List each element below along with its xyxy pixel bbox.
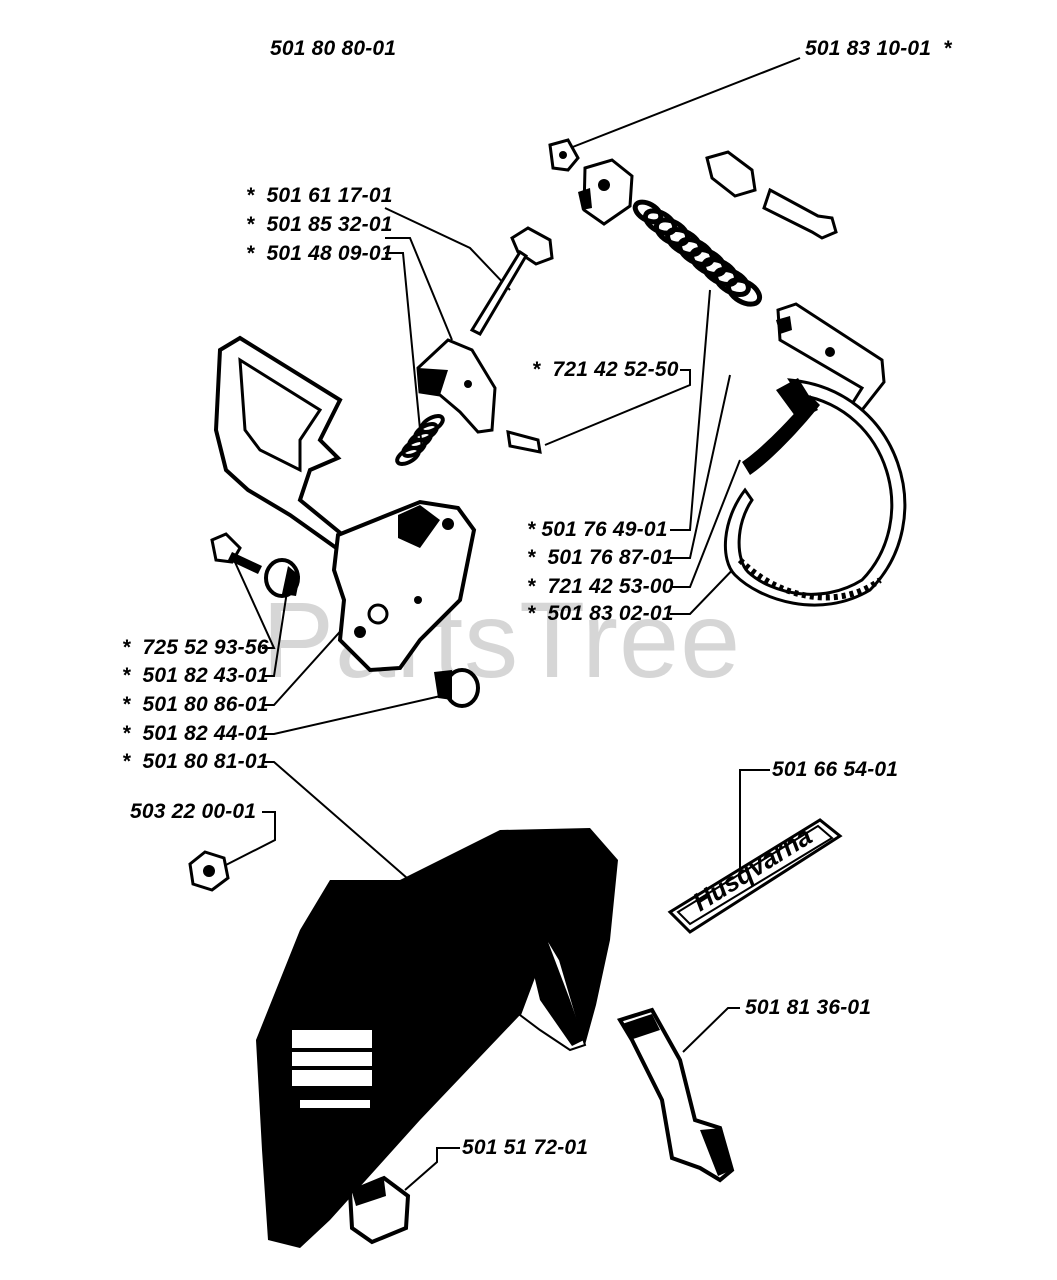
part-label-p9: * 501 83 02-01 bbox=[527, 602, 674, 626]
part-number: 501 83 10-01 bbox=[805, 37, 932, 60]
latch-part bbox=[416, 338, 497, 434]
knob-part bbox=[469, 226, 554, 336]
leader-p4 bbox=[385, 252, 423, 451]
part-label-p12: * 501 80 86-01 bbox=[122, 693, 269, 717]
leader-p5 bbox=[544, 369, 691, 446]
chain-catcher-part bbox=[616, 1007, 735, 1183]
screw-part bbox=[210, 532, 262, 574]
part-label-p5: * 721 42 52-50 bbox=[532, 358, 679, 382]
bushing-part bbox=[264, 558, 300, 598]
part-number: 721 42 53-00 bbox=[547, 575, 674, 598]
part-number: 501 61 17-01 bbox=[266, 184, 393, 207]
part-number: 501 76 87-01 bbox=[547, 546, 674, 569]
part-star: * bbox=[527, 575, 536, 598]
leader-lines bbox=[219, 57, 801, 1191]
leader-p2 bbox=[384, 207, 511, 291]
brake-band-part bbox=[723, 378, 907, 607]
handguard-part bbox=[213, 335, 477, 673]
leader-p6 bbox=[670, 289, 711, 531]
part-number: 501 82 44-01 bbox=[142, 722, 269, 745]
part-star: * bbox=[122, 636, 131, 659]
leader-p3 bbox=[385, 237, 453, 341]
part-number: 501 82 43-01 bbox=[142, 664, 269, 687]
part-star: * bbox=[246, 184, 255, 207]
part-label-p18: 501 51 72-01 bbox=[462, 1136, 588, 1160]
part-label-p8: * 721 42 53-00 bbox=[527, 575, 674, 599]
part-label-p6: * 501 76 49-01 bbox=[527, 518, 668, 542]
part-star: * bbox=[246, 242, 255, 265]
clutch-cover-part bbox=[256, 828, 618, 1248]
small-spring-part bbox=[395, 414, 445, 466]
part-label-p17: 501 81 36-01 bbox=[745, 996, 871, 1020]
part-star: * bbox=[532, 358, 541, 381]
part-number: 725 52 93-56 bbox=[142, 636, 269, 659]
assembly-number: 501 80 80-01 bbox=[270, 37, 397, 60]
part-number: 501 83 02-01 bbox=[547, 602, 674, 625]
part-label-p16: 501 66 54-01 bbox=[772, 758, 898, 782]
plate-logo-text: Husqvarna bbox=[687, 820, 817, 917]
part-number: 501 85 32-01 bbox=[266, 213, 393, 236]
part-star: * bbox=[246, 213, 255, 236]
leader-p18 bbox=[404, 1147, 460, 1191]
part-star: * bbox=[943, 37, 952, 60]
leader-p9 bbox=[670, 559, 743, 615]
sleeve-part bbox=[705, 150, 757, 198]
part-number: 501 80 86-01 bbox=[142, 693, 269, 716]
part-star: * bbox=[122, 664, 131, 687]
part-number: 721 42 52-50 bbox=[552, 358, 679, 381]
part-number: 501 48 09-01 bbox=[266, 242, 393, 265]
leader-p11 bbox=[262, 584, 289, 677]
leader-p13 bbox=[262, 694, 446, 735]
leader-p17 bbox=[682, 1007, 740, 1053]
spring-part bbox=[632, 199, 763, 307]
pin-part bbox=[762, 187, 838, 240]
part-star: * bbox=[527, 546, 536, 569]
leader-p7 bbox=[670, 374, 731, 559]
bushing-2-part bbox=[434, 668, 480, 708]
nut-part bbox=[188, 850, 230, 892]
part-star: * bbox=[122, 722, 131, 745]
part-number: 501 76 49-01 bbox=[541, 518, 668, 541]
roll-pin-part bbox=[506, 429, 542, 454]
brake-lever-part bbox=[776, 302, 886, 412]
part-number: 501 66 54-01 bbox=[772, 758, 899, 781]
part-number: 501 51 72-01 bbox=[462, 1136, 589, 1159]
hook-part bbox=[578, 158, 634, 226]
part-label-p11: * 501 82 43-01 bbox=[122, 664, 269, 688]
leader-p12 bbox=[262, 614, 356, 706]
part-label-p7: * 501 76 87-01 bbox=[527, 546, 674, 570]
part-label-p3: * 501 85 32-01 bbox=[246, 213, 393, 237]
leader-p8 bbox=[670, 459, 741, 588]
part-label-p4: * 501 48 09-01 bbox=[246, 242, 393, 266]
leader-p10 bbox=[233, 559, 276, 649]
part-number: 501 81 36-01 bbox=[745, 996, 872, 1019]
leader-p15 bbox=[219, 811, 276, 869]
part-number: 503 22 00-01 bbox=[130, 800, 257, 823]
small-block-part bbox=[347, 1175, 411, 1245]
bolt-part bbox=[548, 138, 580, 172]
part-number: 501 80 81-01 bbox=[142, 750, 269, 773]
part-star: * bbox=[122, 750, 131, 773]
part-label-p1: 501 83 10-01 * bbox=[805, 37, 952, 61]
leader-p1 bbox=[564, 57, 801, 151]
part-label-p2: * 501 61 17-01 bbox=[246, 184, 393, 208]
decal-plate-part bbox=[667, 818, 843, 934]
part-star: * bbox=[122, 693, 131, 716]
leader-p14 bbox=[262, 761, 416, 886]
part-label-p14: * 501 80 81-01 bbox=[122, 750, 269, 774]
part-star: * bbox=[527, 602, 536, 625]
leader-p16 bbox=[739, 769, 770, 880]
part-label-p13: * 501 82 44-01 bbox=[122, 722, 269, 746]
part-label-p15: 503 22 00-01 bbox=[130, 800, 256, 824]
part-label-p10: * 725 52 93-56 bbox=[122, 636, 269, 660]
part-star: * bbox=[527, 518, 536, 541]
